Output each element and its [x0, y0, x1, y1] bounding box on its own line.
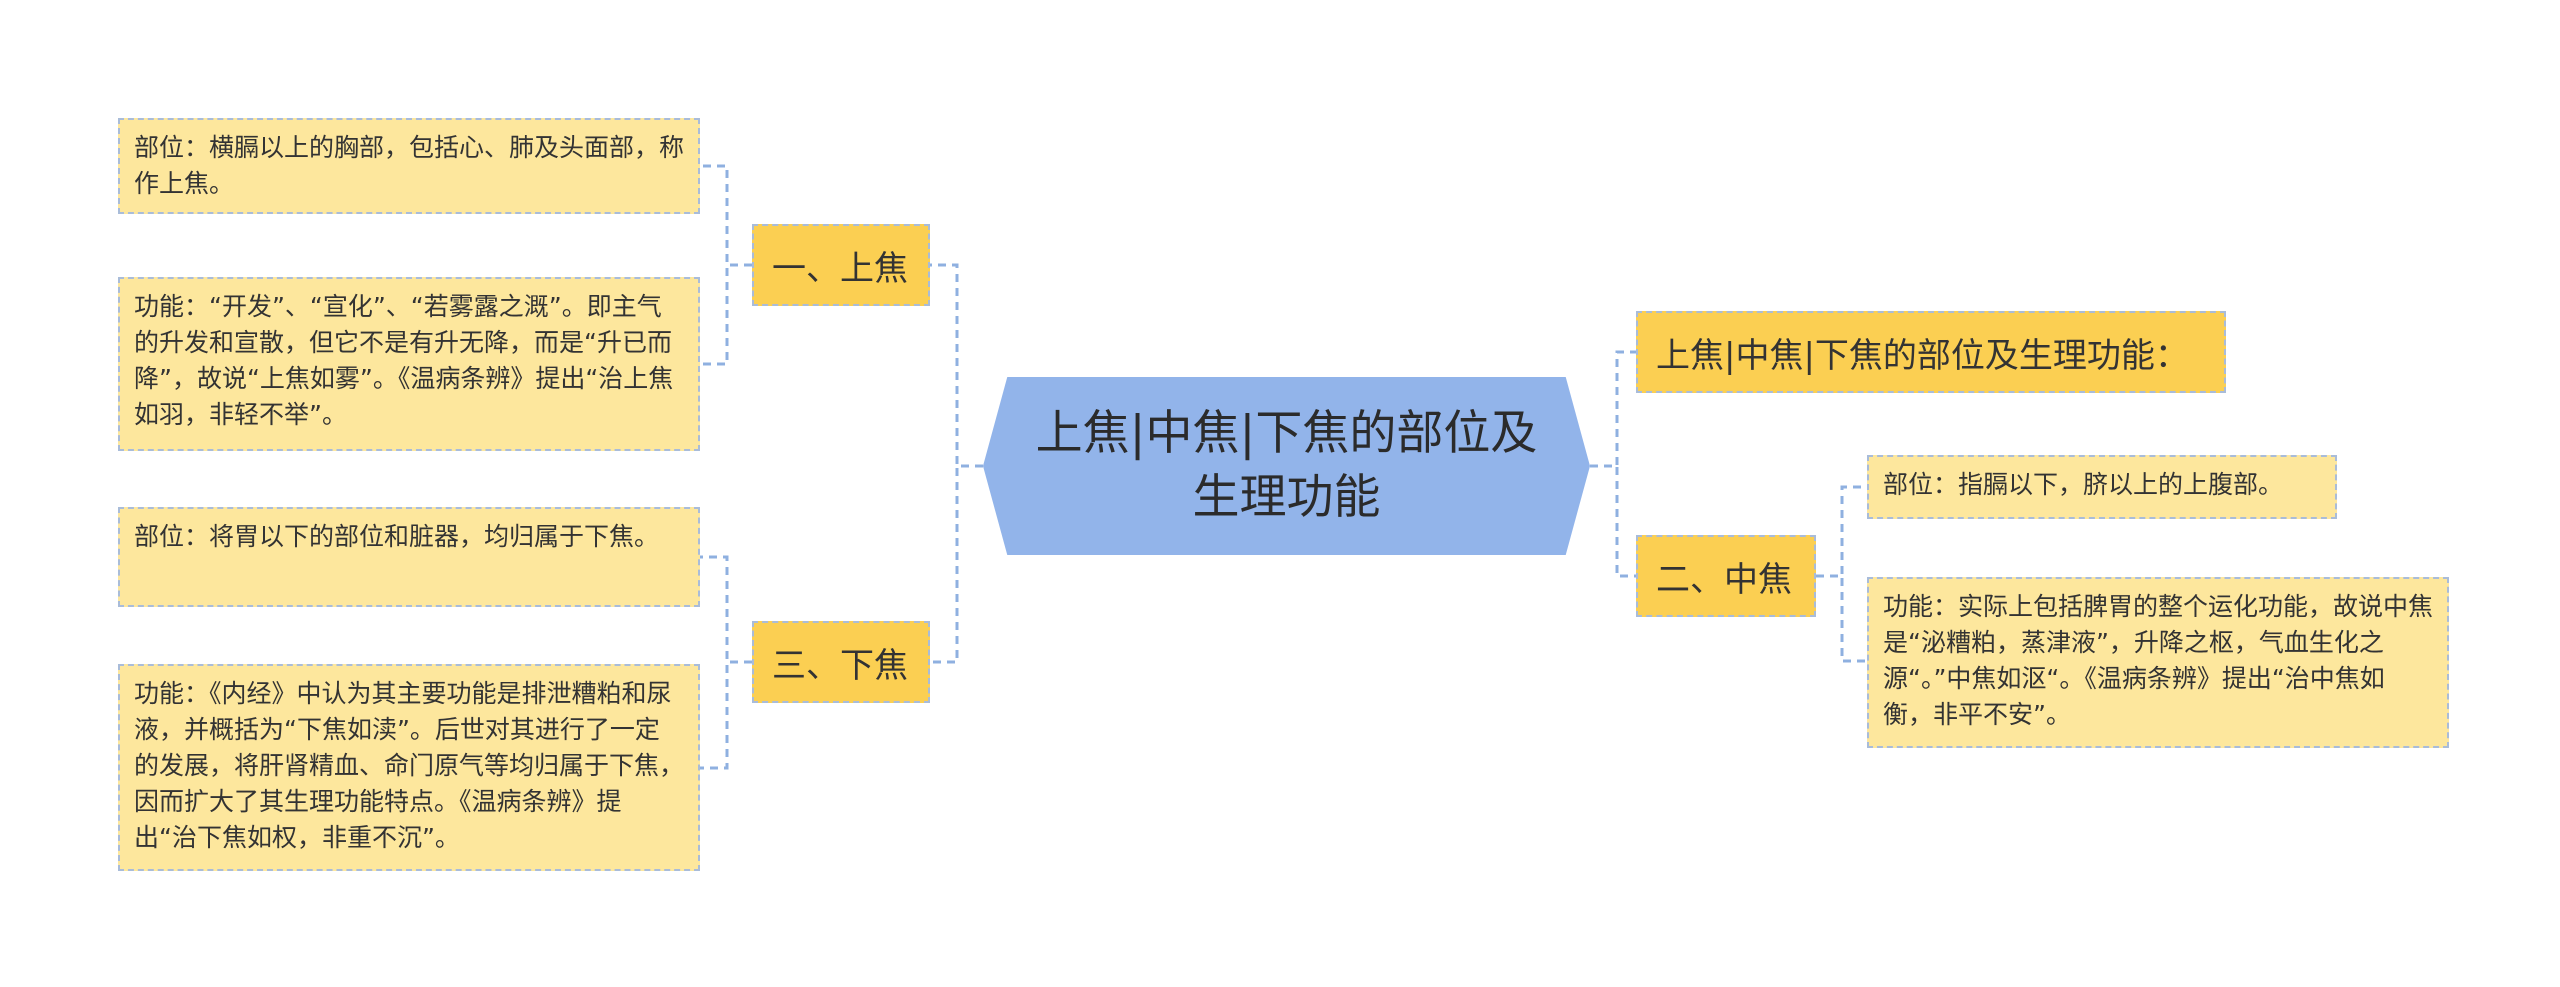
link-center-to-shangjiao	[930, 263, 983, 468]
leaf-xiajiao-location[interactable]: 部位：将胃以下的部位和脏器，均归属于下焦。	[118, 507, 700, 607]
link-xiajiao-to-location	[700, 555, 752, 664]
link-center-to-xiajiao	[930, 464, 983, 664]
link-center-to-summary	[1590, 350, 1636, 468]
leaf-shangjiao-function[interactable]: 功能：“开发”、“宣化”、“若雾露之溉”。即主气的升发和宣散，但它不是有升无降，…	[118, 277, 700, 451]
branch-zhongjiao-label: 二、中焦	[1656, 559, 1792, 600]
branch-xiajiao[interactable]: 三、下焦	[752, 621, 930, 703]
leaf-zhongjiao-location-text: 部位：指膈以下，脐以上的上腹部。	[1883, 470, 2284, 499]
leaf-zhongjiao-location[interactable]: 部位：指膈以下，脐以上的上腹部。	[1867, 455, 2337, 519]
link-shangjiao-to-location	[700, 164, 752, 267]
branch-shangjiao-label: 一、上焦	[772, 248, 908, 289]
branch-zhongjiao[interactable]: 二、中焦	[1636, 535, 1816, 617]
branch-summary[interactable]: 上焦|中焦|下焦的部位及生理功能：	[1636, 311, 2226, 393]
link-zhongjiao-to-function	[1816, 574, 1867, 663]
branch-shangjiao[interactable]: 一、上焦	[752, 224, 930, 306]
leaf-zhongjiao-function[interactable]: 功能：实际上包括脾胃的整个运化功能，故说中焦是“泌糟粕，蒸津液”，升降之枢，气血…	[1867, 577, 2449, 748]
leaf-zhongjiao-function-text: 功能：实际上包括脾胃的整个运化功能，故说中焦是“泌糟粕，蒸津液”，升降之枢，气血…	[1883, 592, 2434, 729]
branch-summary-label: 上焦|中焦|下焦的部位及生理功能：	[1656, 335, 2189, 376]
link-shangjiao-to-function	[700, 263, 752, 366]
leaf-xiajiao-function-text: 功能：《内经》中认为其主要功能是排泄糟粕和尿液，并概括为“下焦如渎”。后世对其进…	[134, 679, 685, 852]
leaf-shangjiao-location-text: 部位：横膈以上的胸部，包括心、肺及头面部，称作上焦。	[134, 133, 685, 198]
link-center-to-zhongjiao	[1590, 464, 1636, 578]
leaf-shangjiao-location[interactable]: 部位：横膈以上的胸部，包括心、肺及头面部，称作上焦。	[118, 118, 700, 214]
leaf-xiajiao-function[interactable]: 功能：《内经》中认为其主要功能是排泄糟粕和尿液，并概括为“下焦如渎”。后世对其进…	[118, 664, 700, 871]
central-topic-label: 上焦|中焦|下焦的部位及生理功能	[1035, 406, 1538, 525]
link-xiajiao-to-function	[700, 660, 752, 770]
leaf-shangjiao-function-text: 功能：“开发”、“宣化”、“若雾露之溉”。即主气的升发和宣散，但它不是有升无降，…	[134, 292, 674, 429]
central-topic[interactable]: 上焦|中焦|下焦的部位及生理功能	[983, 377, 1590, 555]
link-zhongjiao-to-location	[1816, 485, 1867, 578]
branch-xiajiao-label: 三、下焦	[772, 645, 908, 686]
leaf-xiajiao-location-text: 部位：将胃以下的部位和脏器，均归属于下焦。	[134, 522, 660, 551]
